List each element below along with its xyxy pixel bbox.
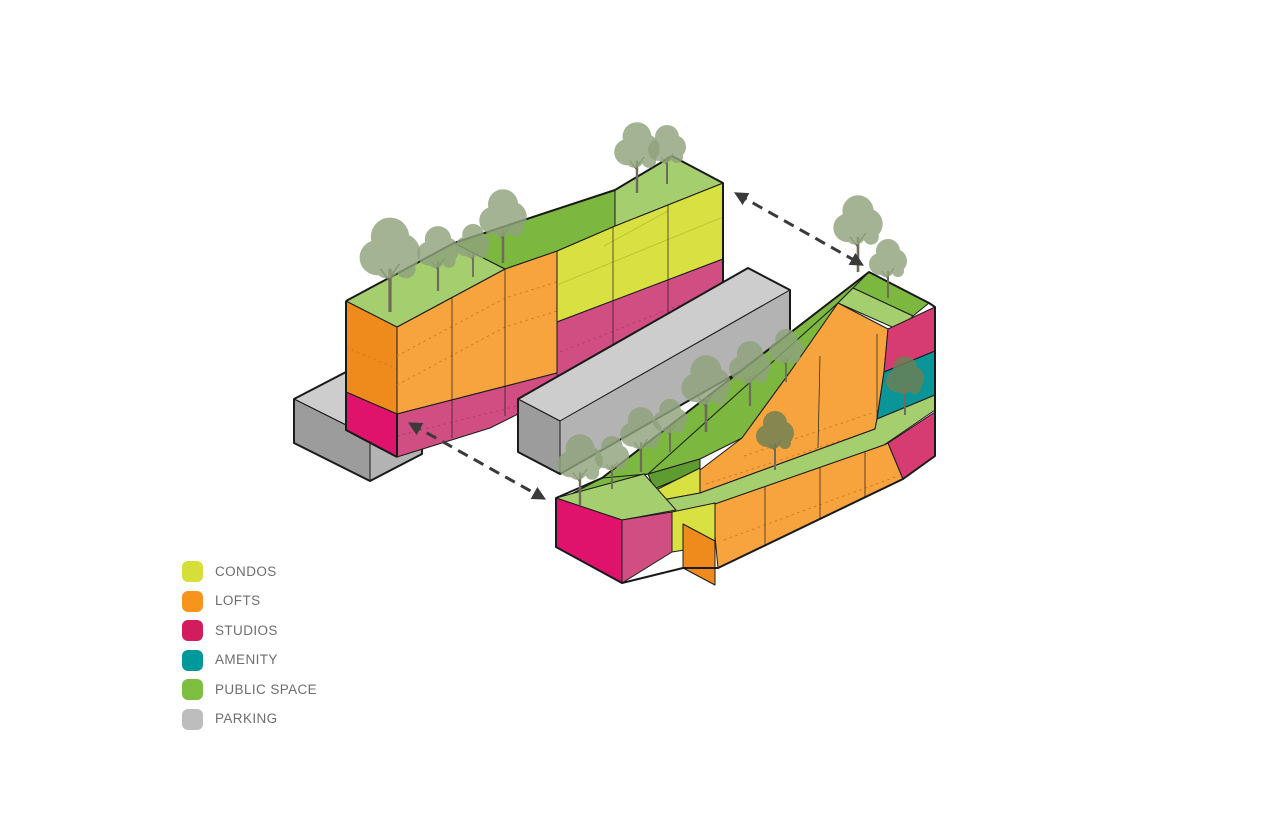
amenity-label: AMENITY	[215, 652, 278, 668]
legend-item-amenity: AMENITY	[182, 649, 317, 671]
studios-swatch	[182, 620, 203, 641]
legend: CONDOS LOFTS STUDIOS AMENITY PUBLIC SPAC…	[182, 561, 317, 730]
legend-item-condos: CONDOS	[182, 561, 317, 582]
lofts-label: LOFTS	[215, 593, 261, 609]
legend-item-public-space: PUBLIC SPACE	[182, 679, 317, 700]
left-building-green-roof	[345, 155, 724, 328]
amenity-swatch	[182, 649, 203, 671]
left-building	[345, 120, 724, 458]
right-building	[555, 194, 936, 586]
public-space-label: PUBLIC SPACE	[215, 681, 318, 697]
parking-swatch	[182, 708, 203, 730]
legend-item-lofts: LOFTS	[182, 590, 317, 612]
studios-label: STUDIOS	[215, 622, 278, 638]
dashed-arrow-upper	[733, 192, 865, 266]
parking-label: PARKING	[215, 711, 278, 727]
public-space-swatch	[182, 679, 203, 700]
link-arrows	[407, 192, 865, 500]
lofts-swatch	[182, 590, 203, 612]
condos-swatch	[182, 561, 203, 582]
legend-item-parking: PARKING	[182, 708, 317, 730]
dashed-arrow-lower	[407, 422, 547, 500]
right-building-wing-end	[682, 523, 716, 586]
condos-label: CONDOS	[215, 563, 277, 579]
legend-item-studios: STUDIOS	[182, 620, 317, 641]
